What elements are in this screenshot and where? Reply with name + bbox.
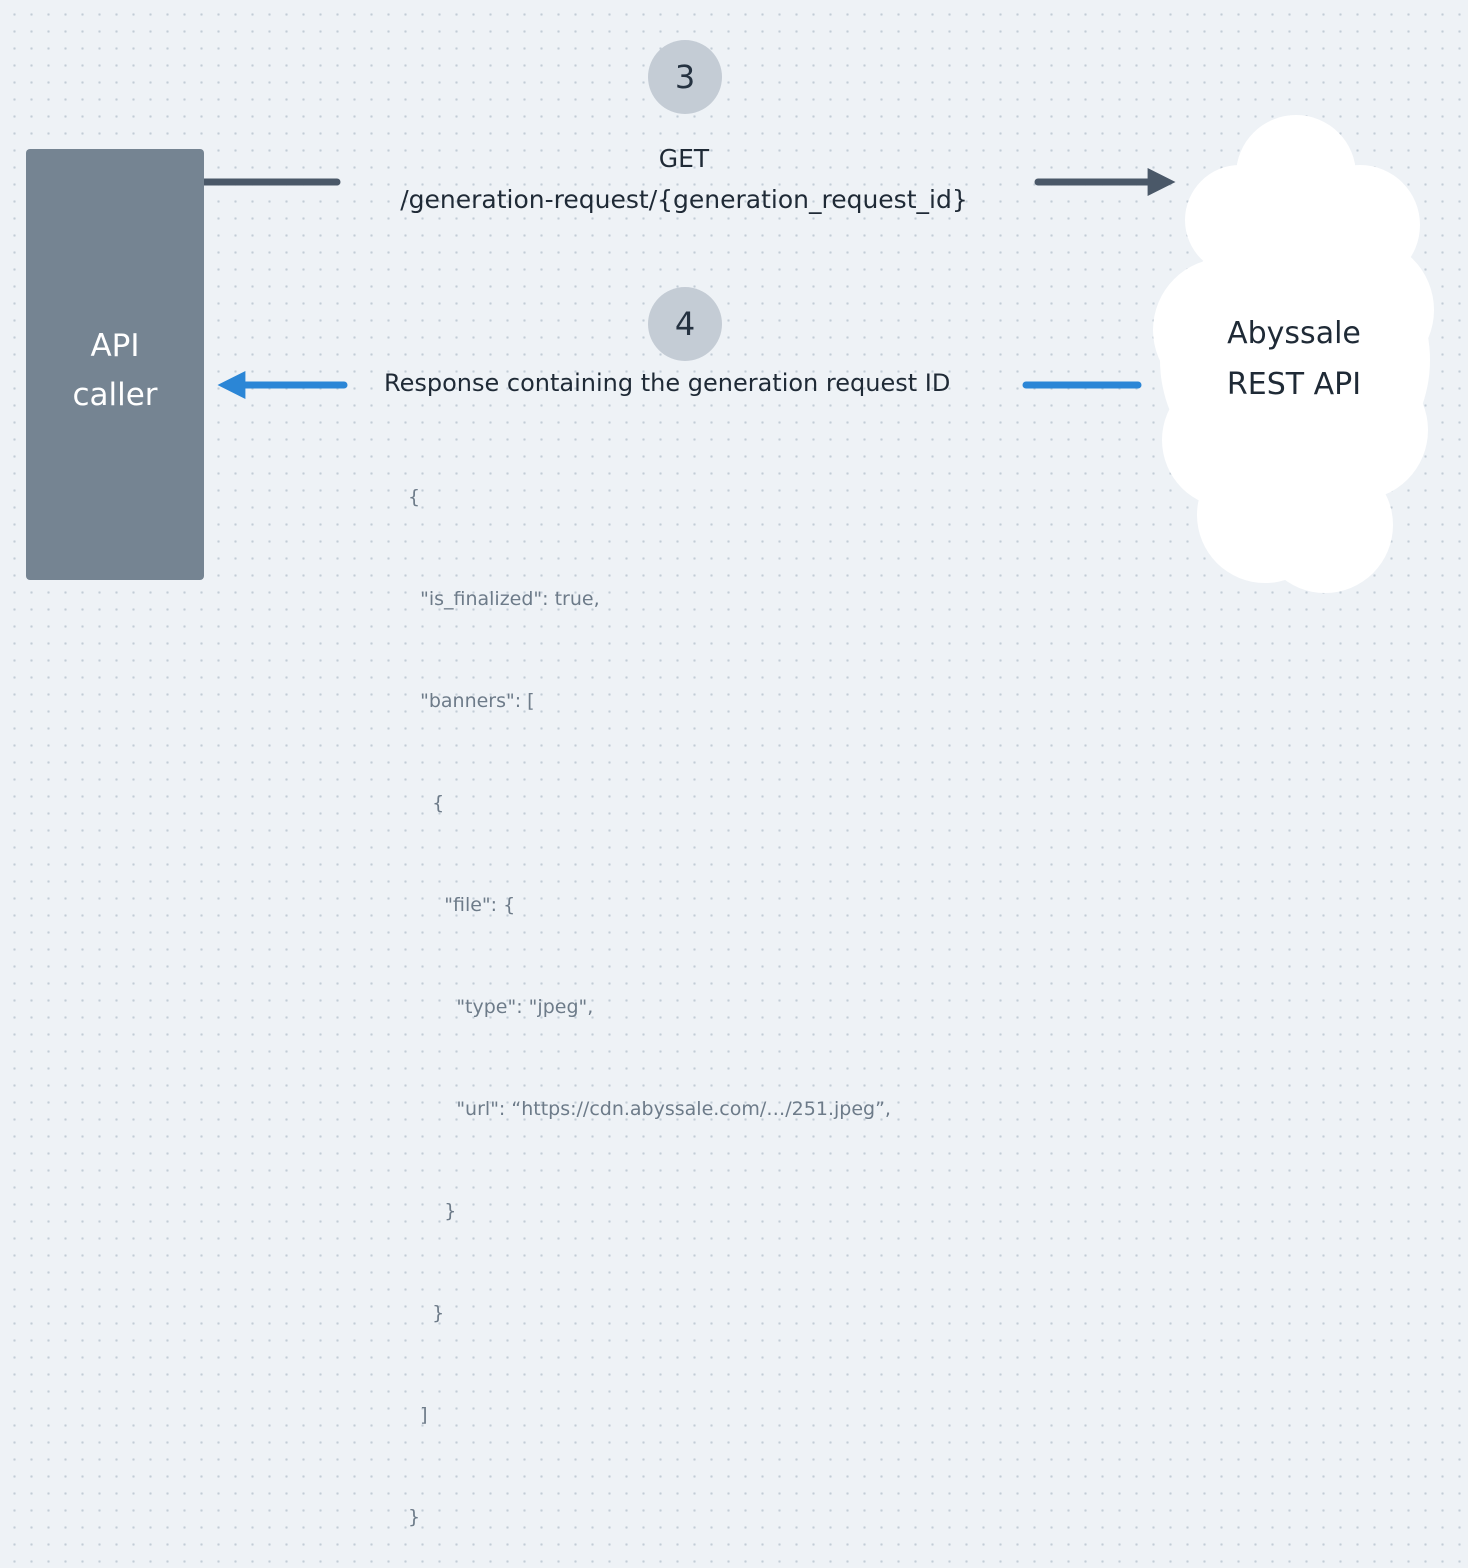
code-line: } bbox=[408, 1200, 457, 1222]
code-line: } bbox=[408, 1302, 445, 1324]
response-json-code-block: { "is_finalized": true, "banners": [ { "… bbox=[408, 412, 891, 1568]
diagram-canvas bbox=[198, 115, 1434, 593]
rest-api-label: Abyssale REST API bbox=[1174, 308, 1414, 410]
api-caller-label-line-1: API bbox=[90, 328, 140, 364]
code-line: "is_finalized": true, bbox=[408, 588, 600, 610]
rest-api-label-line-1: Abyssale bbox=[1227, 316, 1361, 351]
code-line: "file": { bbox=[408, 894, 516, 916]
code-line: "url": “https://cdn.abyssale.com/…/251.j… bbox=[408, 1098, 891, 1120]
api-caller-label: API caller bbox=[26, 322, 204, 420]
code-line: } bbox=[408, 1506, 421, 1528]
request-path-label: /generation-request/{generation_request_… bbox=[400, 185, 968, 214]
code-line: ] bbox=[408, 1404, 428, 1426]
api-caller-box bbox=[26, 149, 204, 580]
code-line: { bbox=[408, 792, 445, 814]
code-line: { bbox=[408, 486, 421, 508]
code-line: "banners": [ bbox=[408, 690, 535, 712]
step-4-badge: 4 bbox=[648, 287, 722, 361]
request-method-label: GET bbox=[658, 144, 710, 173]
code-line: "type": "jpeg", bbox=[408, 996, 594, 1018]
response-label: Response containing the generation reque… bbox=[384, 369, 951, 397]
api-caller-label-line-2: caller bbox=[72, 377, 158, 413]
cloud-shape bbox=[1153, 115, 1434, 593]
rest-api-label-line-2: REST API bbox=[1226, 367, 1362, 402]
step-3-badge: 3 bbox=[648, 40, 722, 114]
